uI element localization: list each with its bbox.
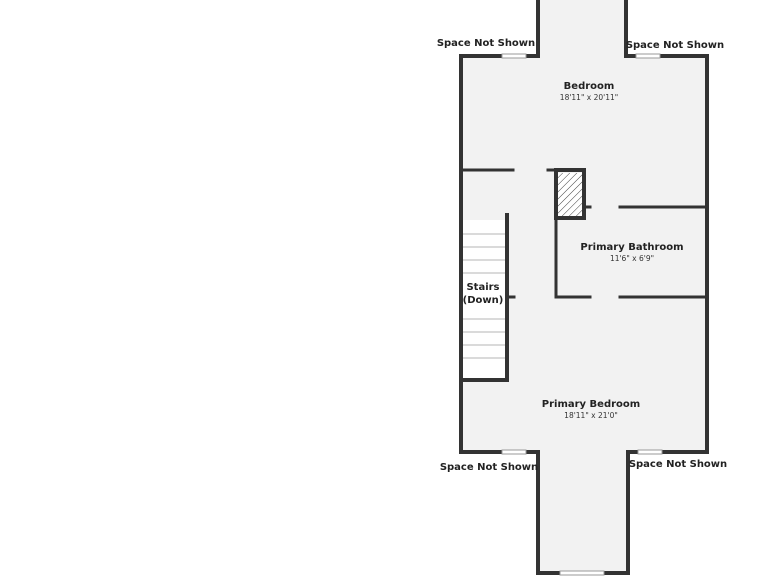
floor-area — [461, 0, 707, 573]
bedroom-dims: 18'11" x 20'11" — [560, 93, 618, 102]
space-not-shown-bottom-left: Space Not Shown — [440, 462, 538, 473]
stairs-symbol — [463, 220, 505, 378]
primary-bathroom-dims: 11'6" x 6'9" — [610, 254, 654, 263]
space-not-shown-top-left: Space Not Shown — [437, 38, 535, 49]
closet-hatch — [558, 173, 582, 216]
interior-walls — [459, 168, 709, 382]
stairs-label-line1: Stairs — [466, 282, 499, 293]
windows — [501, 53, 663, 576]
stairs-label-line2: (Down) — [463, 295, 504, 306]
space-not-shown-top-right: Space Not Shown — [626, 40, 724, 51]
primary-bedroom-dims: 18'11" x 21'0" — [564, 411, 618, 420]
primary-bedroom-name: Primary Bedroom — [542, 399, 640, 410]
space-not-shown-bottom-right: Space Not Shown — [629, 459, 727, 470]
primary-bathroom-name: Primary Bathroom — [580, 242, 683, 253]
bedroom-name: Bedroom — [564, 81, 615, 92]
